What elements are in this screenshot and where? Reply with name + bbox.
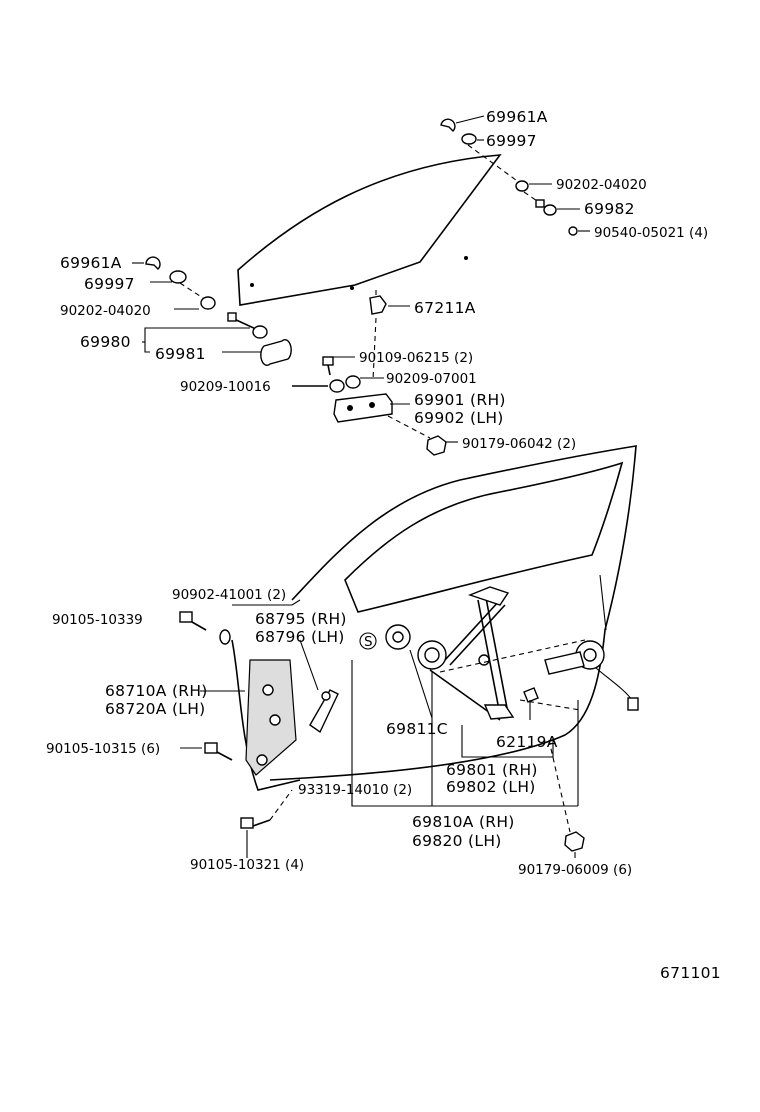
label-90105-10315: 90105-10315 (6) bbox=[46, 741, 160, 757]
nut-90179-06009-icon bbox=[564, 831, 585, 852]
label-top-69982: 69982 bbox=[584, 200, 635, 218]
washer-left-icon bbox=[200, 296, 216, 310]
regulator-motor-icon bbox=[544, 640, 639, 711]
label-93319-14010: 93319-14010 (2) bbox=[298, 782, 412, 798]
glass-stop-cushion-top-icon bbox=[440, 118, 456, 133]
s-mark-icon bbox=[359, 632, 377, 650]
door-panel-outline bbox=[269, 445, 637, 781]
adjust-bolt-left-icon bbox=[227, 312, 268, 339]
label-68795-rh: 68795 (RH) bbox=[255, 610, 347, 628]
glass-stop-top-icon bbox=[461, 133, 477, 145]
bolt-90105-10339-icon bbox=[179, 611, 207, 631]
washer-top-icon bbox=[515, 180, 529, 192]
glass-channel-clip-icon bbox=[369, 295, 387, 315]
label-69901-rh: 69901 (RH) bbox=[414, 391, 506, 409]
label-69820-lh: 69820 (LH) bbox=[412, 832, 502, 850]
glass-stop-cushion-left-icon bbox=[145, 256, 161, 270]
label-top-69961a: 69961A bbox=[486, 108, 548, 126]
label-top-69997: 69997 bbox=[486, 132, 537, 150]
label-90179-06009: 90179-06009 (6) bbox=[518, 862, 632, 878]
motor-sub-icon bbox=[385, 624, 411, 650]
glass-roller-icon bbox=[260, 339, 292, 366]
label-69980: 69980 bbox=[80, 333, 131, 351]
door-hinge-assembly-icon bbox=[245, 659, 297, 776]
grommet-icon bbox=[329, 375, 361, 393]
label-90109-06215: 90109-06215 (2) bbox=[359, 350, 473, 366]
label-62119a: 62119A bbox=[496, 733, 558, 751]
label-left-90202-04020: 90202-04020 bbox=[60, 303, 151, 319]
label-90105-10339: 90105-10339 bbox=[52, 612, 143, 628]
door-glass-outline bbox=[237, 154, 502, 306]
label-top-90540-05021: 90540-05021 (4) bbox=[594, 225, 708, 241]
label-69811c: 69811C bbox=[386, 720, 448, 738]
label-90179-06042: 90179-06042 (2) bbox=[462, 436, 576, 452]
glass-stop-left-icon bbox=[169, 270, 187, 284]
nut-90179-06042-icon bbox=[426, 435, 447, 456]
label-68710a-rh: 68710A (RH) bbox=[105, 682, 208, 700]
adjust-bolt-top-icon bbox=[535, 199, 557, 216]
label-68720a-lh: 68720A (LH) bbox=[105, 700, 206, 718]
label-69902-lh: 69902 (LH) bbox=[414, 409, 504, 427]
door-window-frame bbox=[344, 461, 624, 613]
bolt-90105-10321-icon bbox=[240, 817, 271, 829]
window-regulator-icon bbox=[417, 586, 515, 721]
door-check-icon bbox=[309, 689, 339, 734]
label-90209-07001: 90209-07001 bbox=[386, 371, 477, 387]
clip-90902-icon bbox=[219, 629, 231, 645]
label-90902-41001: 90902-41001 (2) bbox=[172, 587, 286, 603]
label-s-mark: S bbox=[364, 634, 373, 650]
figure-number: 671101 bbox=[660, 964, 721, 982]
bolt-90109-icon bbox=[322, 356, 334, 376]
label-top-90202-04020: 90202-04020 bbox=[556, 177, 647, 193]
bracket-69980-69981 bbox=[142, 327, 262, 353]
label-68796-lh: 68796 (LH) bbox=[255, 628, 345, 646]
label-69802-lh: 69802 (LH) bbox=[446, 778, 536, 796]
screw-top-icon bbox=[568, 226, 578, 236]
label-67211a: 67211A bbox=[414, 299, 476, 317]
bolt-90105-10315-icon bbox=[204, 742, 233, 761]
label-69810a-rh: 69810A (RH) bbox=[412, 813, 515, 831]
label-69801-rh: 69801 (RH) bbox=[446, 761, 538, 779]
regulator-bracket-62119a-icon bbox=[523, 687, 539, 703]
label-90209-10016: 90209-10016 bbox=[180, 379, 271, 395]
label-left-69961a: 69961A bbox=[60, 254, 122, 272]
label-left-69997: 69997 bbox=[84, 275, 135, 293]
label-69981: 69981 bbox=[155, 345, 206, 363]
label-90105-10321: 90105-10321 (4) bbox=[190, 857, 304, 873]
glass-channel-icon bbox=[333, 393, 393, 423]
